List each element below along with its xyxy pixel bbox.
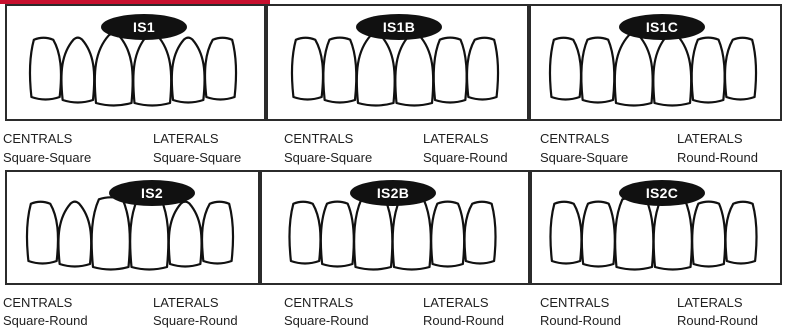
right-central-outline	[354, 197, 392, 269]
right-canine-outline	[289, 202, 320, 264]
centrals-heading: CENTRALS	[284, 131, 353, 147]
laterals-shape: Square-Square	[153, 150, 241, 166]
left-lateral-outline	[434, 38, 467, 103]
tooth-panel-1: IS1	[5, 4, 266, 121]
centrals-shape: Square-Square	[540, 150, 628, 166]
right-lateral-outline	[581, 38, 614, 103]
tooth-panel-5: IS2B	[260, 170, 530, 285]
centrals-heading: CENTRALS	[540, 131, 609, 147]
right-central-outline	[92, 197, 130, 269]
left-canine-outline	[725, 38, 756, 100]
panel-code-badge: IS2B	[350, 180, 436, 206]
centrals-shape: Square-Round	[3, 313, 88, 329]
panel-code-badge: IS1B	[356, 14, 442, 40]
panel-code-badge: IS1	[101, 14, 187, 40]
laterals-heading: LATERALS	[423, 131, 489, 147]
centrals-shape: Square-Square	[284, 150, 372, 166]
left-central-outline	[654, 197, 692, 269]
right-lateral-outline	[321, 202, 354, 267]
left-central-outline	[393, 197, 431, 269]
tooth-panel-4: IS2	[5, 170, 260, 285]
left-lateral-outline	[692, 38, 725, 103]
left-lateral-outline	[169, 202, 202, 267]
laterals-shape: Round-Round	[423, 313, 504, 329]
right-central-outline	[357, 33, 395, 105]
laterals-heading: LATERALS	[153, 295, 219, 311]
left-canine-outline	[467, 38, 498, 100]
centrals-shape: Round-Round	[540, 313, 621, 329]
tooth-panel-2: IS1B	[266, 4, 529, 121]
laterals-shape: Round-Round	[677, 313, 758, 329]
left-canine-outline	[465, 202, 496, 264]
left-central-outline	[130, 197, 168, 269]
left-lateral-outline	[172, 38, 205, 103]
laterals-shape: Round-Round	[677, 150, 758, 166]
centrals-shape: Square-Square	[3, 150, 91, 166]
right-central-outline	[615, 197, 653, 269]
laterals-heading: LATERALS	[677, 295, 743, 311]
left-central-outline	[133, 33, 171, 105]
left-central-outline	[395, 33, 433, 105]
left-canine-outline	[726, 202, 757, 264]
laterals-shape: Square-Round	[423, 150, 508, 166]
right-lateral-outline	[58, 202, 91, 267]
tooth-panel-3: IS1C	[529, 4, 782, 121]
left-canine-outline	[202, 202, 233, 264]
right-canine-outline	[30, 38, 61, 100]
right-central-outline	[615, 33, 653, 105]
centrals-shape: Square-Round	[284, 313, 369, 329]
laterals-heading: LATERALS	[153, 131, 219, 147]
right-canine-outline	[550, 202, 581, 264]
right-canine-outline	[292, 38, 323, 100]
left-lateral-outline	[692, 202, 725, 267]
laterals-heading: LATERALS	[677, 131, 743, 147]
laterals-shape: Square-Round	[153, 313, 238, 329]
tooth-panel-6: IS2C	[530, 170, 782, 285]
left-canine-outline	[205, 38, 236, 100]
centrals-heading: CENTRALS	[284, 295, 353, 311]
laterals-heading: LATERALS	[423, 295, 489, 311]
right-central-outline	[95, 33, 133, 105]
right-canine-outline	[27, 202, 58, 264]
panel-code-badge: IS2C	[619, 180, 705, 206]
right-lateral-outline	[582, 202, 615, 267]
right-canine-outline	[550, 38, 581, 100]
panel-code-badge: IS1C	[619, 14, 705, 40]
centrals-heading: CENTRALS	[540, 295, 609, 311]
left-lateral-outline	[431, 202, 464, 267]
left-central-outline	[653, 33, 691, 105]
panel-code-badge: IS2	[109, 180, 195, 206]
right-lateral-outline	[323, 38, 356, 103]
centrals-heading: CENTRALS	[3, 295, 72, 311]
centrals-heading: CENTRALS	[3, 131, 72, 147]
right-lateral-outline	[61, 38, 94, 103]
